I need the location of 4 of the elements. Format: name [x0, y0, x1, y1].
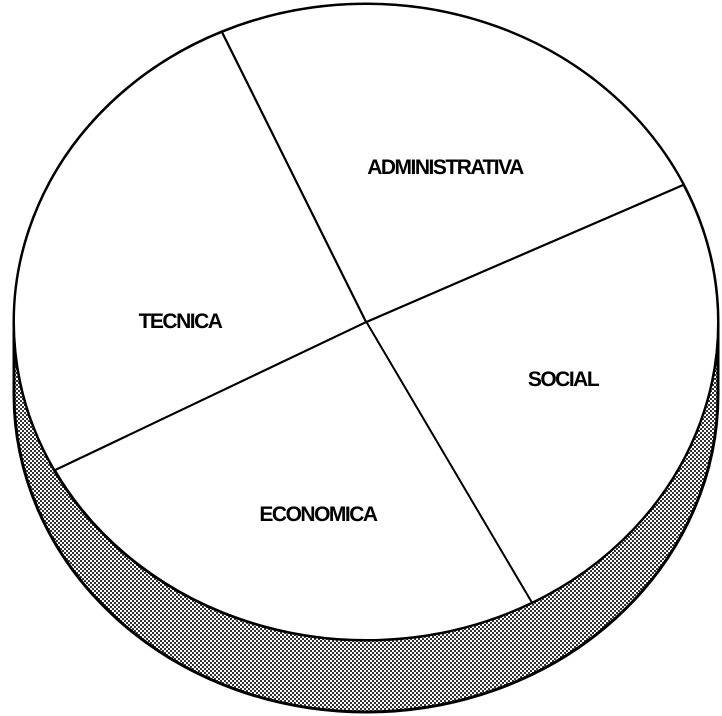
slice-label: ADMINISTRATIVA — [367, 156, 523, 180]
slice-label: SOCIAL — [528, 368, 598, 392]
slice-label: TECNICA — [138, 310, 222, 334]
slice-label: ECONOMICA — [259, 503, 377, 527]
